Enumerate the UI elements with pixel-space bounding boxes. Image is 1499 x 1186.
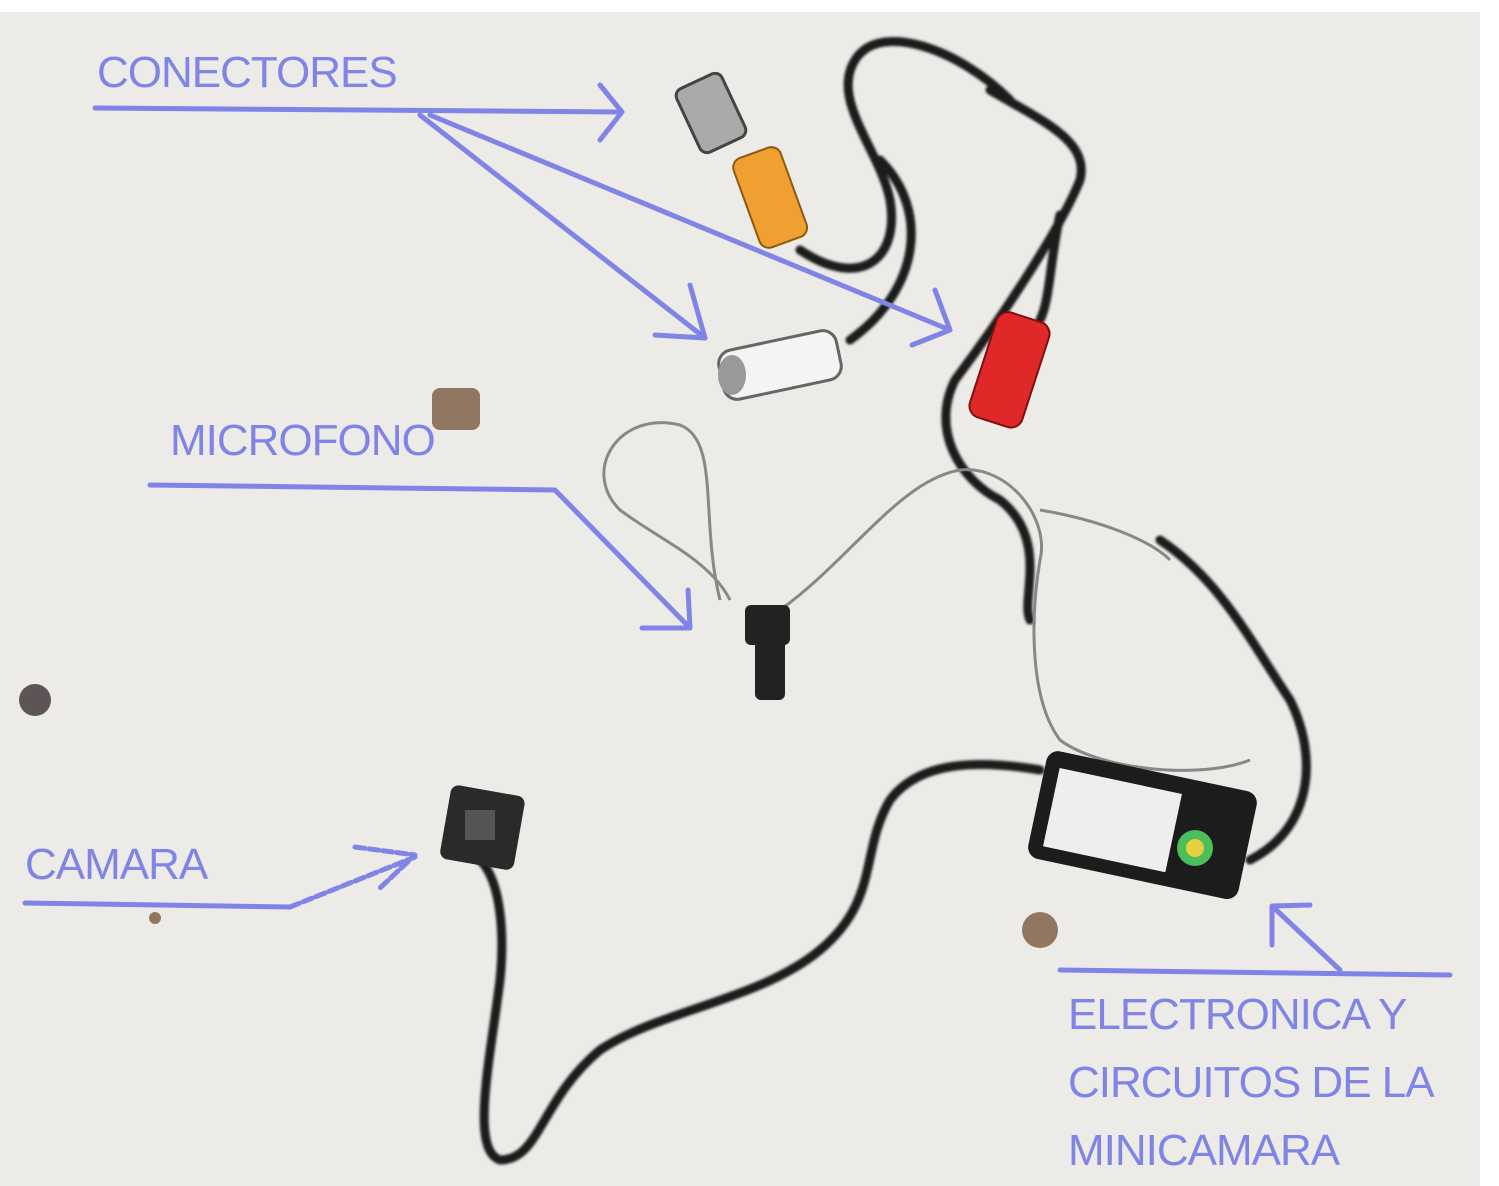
thin-wires	[602, 421, 1251, 772]
bnc-connector	[674, 71, 748, 155]
electronics-box	[1028, 751, 1257, 900]
label-electronics-line-3: MINICAMARA	[1068, 1126, 1340, 1175]
label-connectors: CONECTORES	[97, 48, 398, 97]
label-microphone: MICROFONO	[170, 416, 436, 465]
white-rca-connector	[717, 329, 843, 401]
surface-stains	[19, 388, 1058, 948]
red-rca-connector	[968, 311, 1051, 429]
label-electronics-line-1: ELECTRONICA Y	[1068, 990, 1407, 1039]
orange-rca-connector	[732, 146, 809, 249]
camera-module	[440, 785, 525, 870]
annotation-arrows	[22, 82, 1453, 978]
microphone	[745, 605, 790, 700]
label-electronics-line-2: CIRCUITOS DE LA	[1068, 1058, 1435, 1107]
label-camera: CAMARA	[25, 840, 208, 889]
black-cables	[475, 36, 1311, 1165]
